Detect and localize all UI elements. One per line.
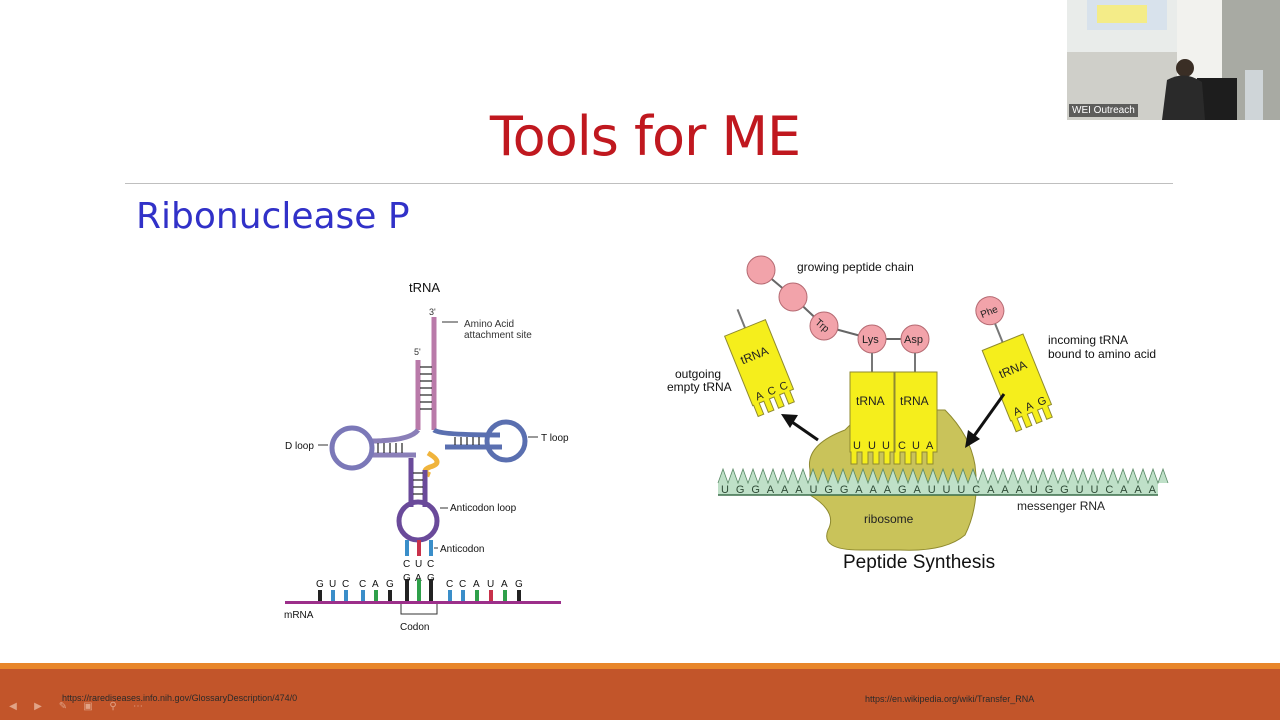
codon-letter-1: G — [403, 573, 411, 584]
source-url-right[interactable]: https://en.wikipedia.org/wiki/Transfer_R… — [865, 694, 1035, 704]
outgoing-anticodon-2: C — [766, 384, 778, 398]
anticodon-loop-label: Anticodon loop — [450, 503, 517, 514]
pen-icon[interactable]: ✎ — [58, 701, 68, 712]
incoming-anticodon-3: G — [1036, 395, 1048, 409]
title-divider — [125, 183, 1173, 184]
presenter-video-frame — [1067, 0, 1280, 120]
mrna-letter-10: U — [487, 579, 494, 590]
lys-trna — [849, 371, 895, 465]
mrna-strand — [718, 483, 1158, 495]
mrna-letter-1: G — [316, 579, 324, 590]
ribosome-label: ribosome — [864, 512, 914, 526]
mrna-letter-12: G — [515, 579, 523, 590]
trna-diagram: tRNA 3' 5' Amino Acid attachment site D … — [284, 280, 569, 633]
mrna-letter-3: C — [342, 579, 349, 590]
next-arrow-icon[interactable]: ▶ — [34, 701, 42, 712]
outgoing-arrow — [781, 414, 819, 442]
slide-title: Tools for ME — [489, 105, 801, 168]
asp-anticodon-3: A — [926, 440, 934, 452]
incoming-arrow — [965, 393, 1006, 448]
more-icon[interactable]: ⋯ — [133, 701, 143, 712]
mrna-letter-8: C — [459, 579, 466, 590]
incoming-trna — [981, 333, 1053, 433]
d-loop-label: D loop — [285, 441, 314, 452]
mrna-letter-7: C — [446, 579, 453, 590]
amino-acid-label: Amino Acid — [464, 319, 514, 330]
presenter-video: WEI Outreach — [1067, 0, 1280, 120]
mrna-letter-5: A — [372, 579, 379, 590]
peptide-synthesis-caption: Peptide Synthesis — [843, 552, 995, 573]
three-prime-label: 3' — [429, 307, 436, 317]
trna-title: tRNA — [409, 280, 440, 295]
zoom-icon[interactable]: ⚲ — [109, 701, 117, 712]
five-prime-label: 5' — [414, 347, 421, 357]
t-loop-label: T loop — [541, 433, 569, 444]
mrna-letter-11: A — [501, 579, 508, 590]
mrna-label: mRNA — [284, 610, 314, 621]
attachment-site-label: attachment site — [464, 330, 532, 341]
outgoing-label-1: outgoing — [675, 367, 721, 381]
incoming-anticodon-1: A — [1012, 405, 1024, 419]
peptide-synthesis-diagram: Trp Lys Asp growing peptide chain riboso… — [667, 255, 1169, 573]
amino-acid-trp — [809, 311, 839, 341]
incoming-label-1: incoming tRNA — [1048, 333, 1128, 347]
asp-trna-label: tRNA — [900, 394, 929, 408]
slide-footer — [0, 663, 1280, 720]
codon-letter-3: G — [427, 573, 435, 584]
outgoing-anticodon-3: C — [778, 380, 790, 394]
lys-trna-label: tRNA — [856, 394, 885, 408]
lys-anticodon-1: U — [853, 440, 861, 452]
source-url-left[interactable]: https://rarediseases.info.nih.gov/Glossa… — [62, 693, 298, 703]
mrna-letter-2: U — [329, 579, 336, 590]
growing-chain-label: growing peptide chain — [797, 260, 914, 274]
prev-arrow-icon[interactable]: ◀ — [9, 701, 17, 712]
amino-acid-2 — [778, 282, 808, 312]
codon-letter-2: A — [415, 573, 422, 584]
asp-label: Asp — [904, 334, 923, 346]
slide-subtitle: Ribonuclease P — [136, 196, 410, 237]
mrna-letter-6: G — [386, 579, 394, 590]
asp-anticodon-2: U — [912, 440, 920, 452]
codon-label: Codon — [400, 622, 429, 633]
asp-anticodon-1: C — [898, 440, 906, 452]
lys-anticodon-3: U — [882, 440, 890, 452]
footer-accent-bar — [0, 663, 1280, 669]
anticodon-letter-2: U — [415, 559, 422, 570]
anticodon-letter-3: C — [427, 559, 434, 570]
messenger-rna-label: messenger RNA — [1017, 499, 1105, 513]
amino-acid-1 — [746, 255, 776, 285]
slides-icon[interactable]: ▣ — [83, 701, 93, 712]
lys-anticodon-2: U — [868, 440, 876, 452]
lys-label: Lys — [862, 334, 879, 346]
mrna-letter-9: A — [473, 579, 480, 590]
camera-label: WEI Outreach — [1069, 104, 1138, 117]
outgoing-anticodon-1: A — [754, 389, 766, 403]
incoming-anticodon-2: A — [1024, 400, 1036, 414]
incoming-label-2: bound to amino acid — [1048, 347, 1156, 361]
anticodon-letter-1: C — [403, 559, 410, 570]
mrna-letter-4: C — [359, 579, 366, 590]
outgoing-trna — [723, 319, 795, 418]
outgoing-label-2: empty tRNA — [667, 380, 732, 394]
asp-trna — [893, 371, 938, 465]
anticodon-label: Anticodon — [440, 544, 484, 555]
